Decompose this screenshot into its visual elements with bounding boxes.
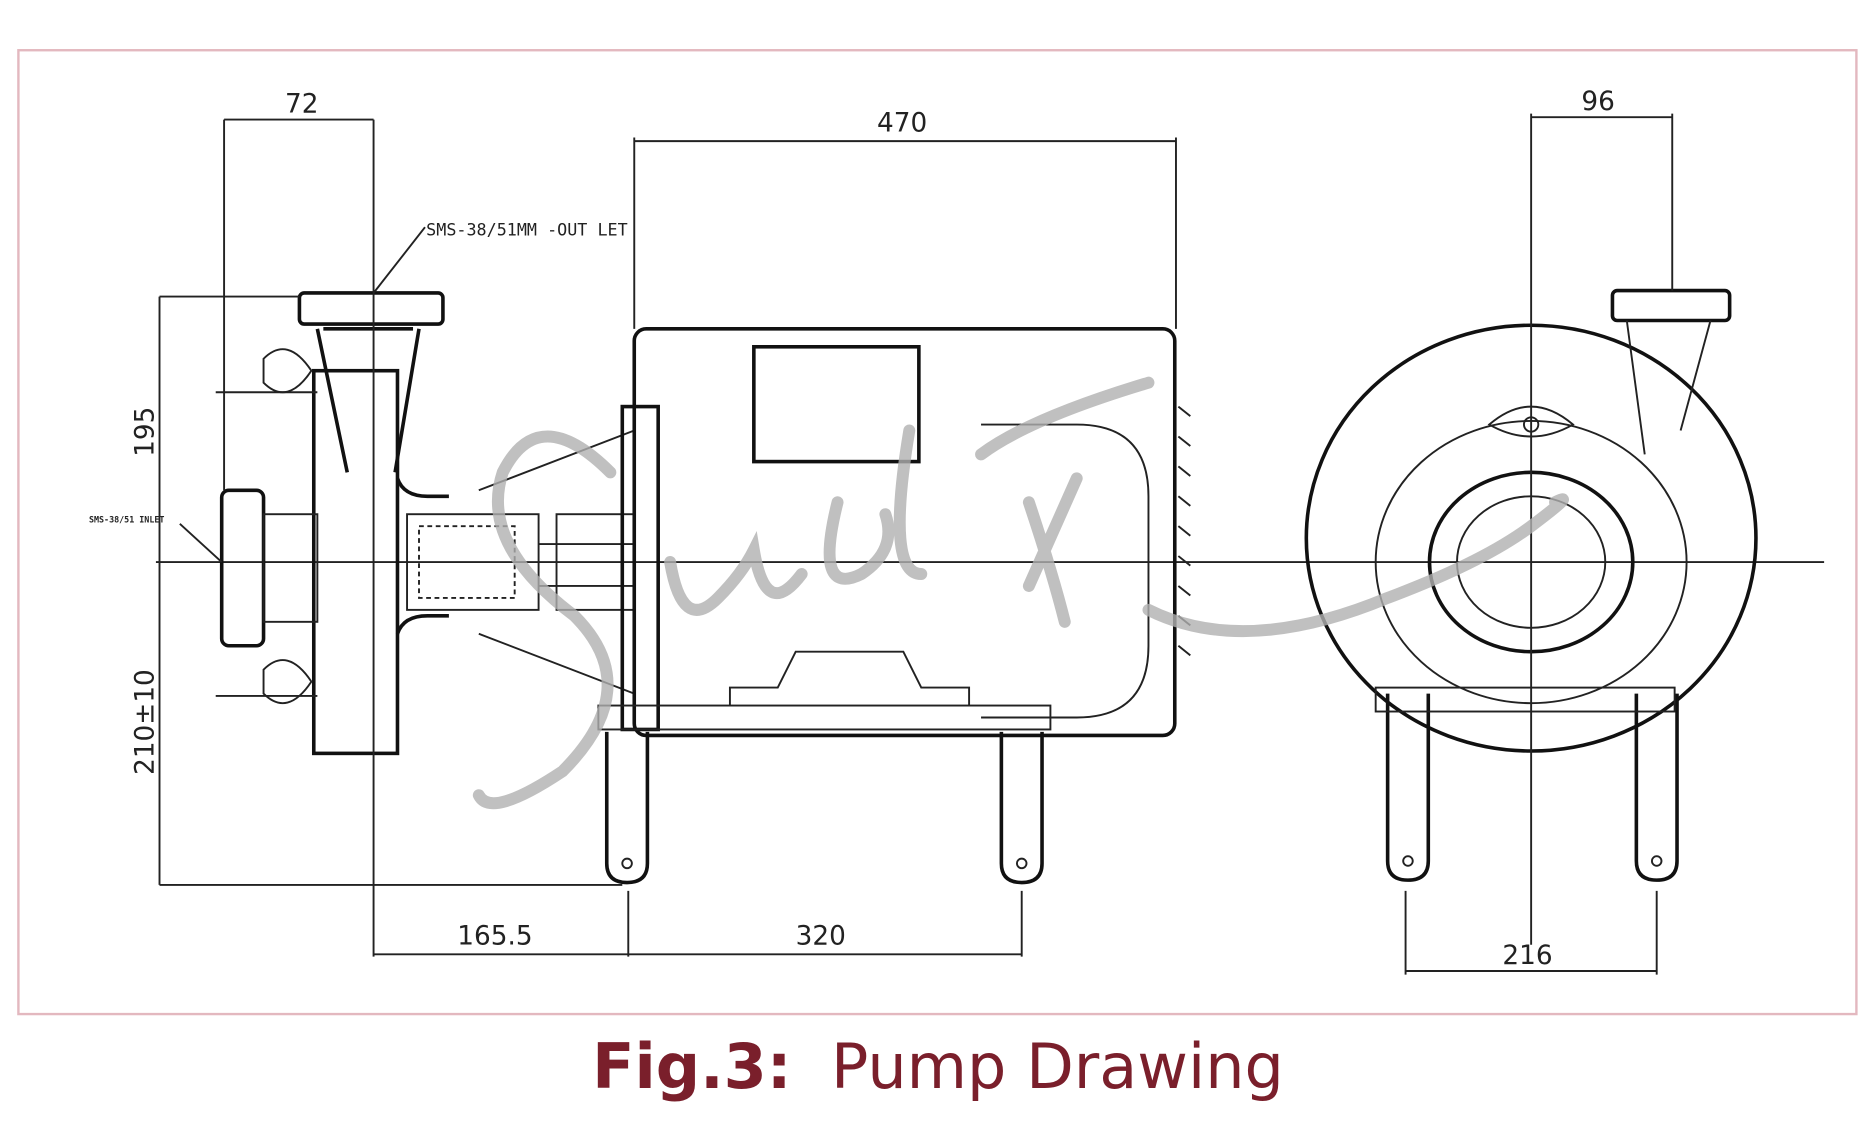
dim-motor-length: 470 bbox=[877, 109, 927, 139]
outlet-label: SMS-38/51MM -OUT LET bbox=[426, 220, 627, 240]
figure-caption: Fig.3: Pump Drawing bbox=[0, 1030, 1876, 1103]
dim-shaft-height: 210±10 bbox=[131, 669, 161, 775]
watermark-signature bbox=[472, 376, 1570, 810]
dim-outlet-height: 195 bbox=[131, 407, 161, 457]
drawing-frame bbox=[17, 49, 1858, 1016]
dim-leg-spacing: 320 bbox=[796, 922, 846, 952]
dim-flange-width: 72 bbox=[285, 89, 318, 119]
dim-inlet-to-leg: 165.5 bbox=[457, 922, 532, 952]
dim-front-outlet-offset: 96 bbox=[1581, 87, 1614, 117]
caption-label: Fig.3: bbox=[592, 1030, 792, 1103]
dim-front-leg-spacing: 216 bbox=[1502, 941, 1552, 971]
inlet-label: SMS-38/51 INLET bbox=[89, 515, 165, 525]
caption-title: Pump Drawing bbox=[831, 1030, 1284, 1103]
pump-head-side-view bbox=[215, 291, 636, 756]
